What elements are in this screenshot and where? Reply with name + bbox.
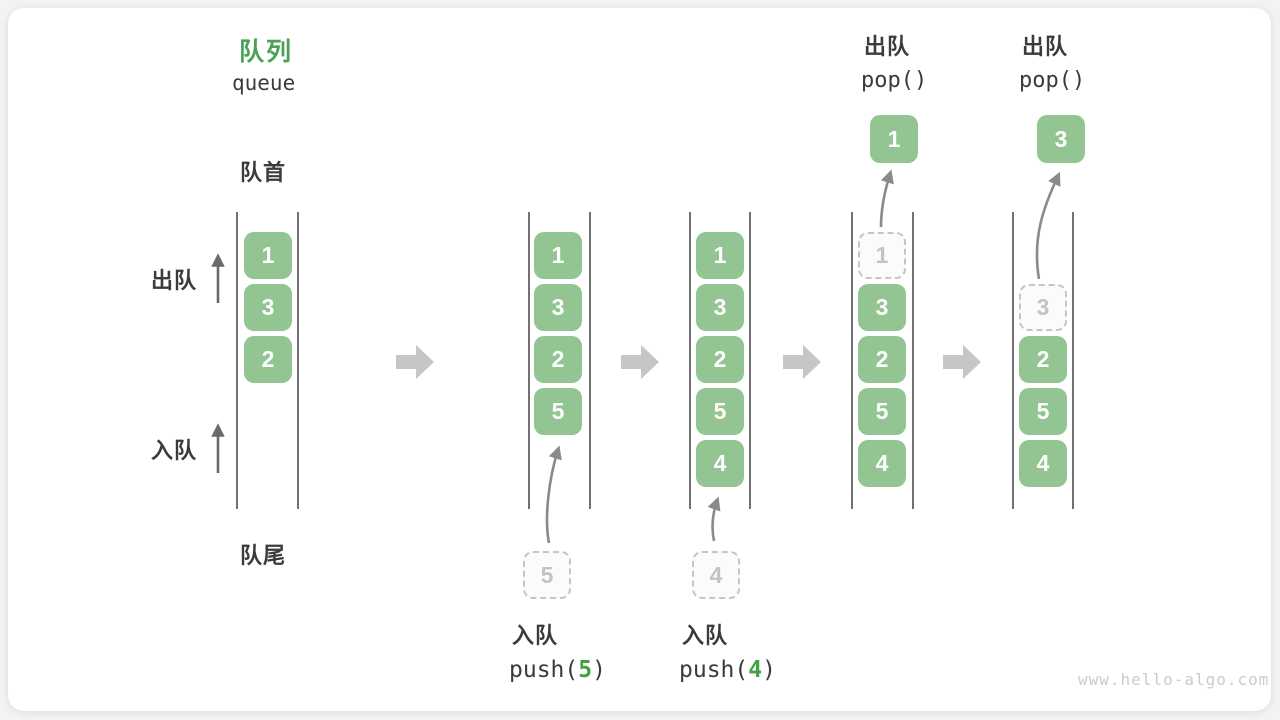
enqueue-side-label: 入队 [151, 438, 198, 463]
queue-item: 2 [858, 336, 906, 383]
queue-item: 2 [534, 336, 582, 383]
queue-item: 4 [1019, 440, 1067, 487]
queue-item: 1 [534, 232, 582, 279]
queue-item: 5 [696, 388, 744, 435]
queue-item: 3 [858, 284, 906, 331]
queue-item: 3 [696, 284, 744, 331]
push4-code-label: push(4) [679, 657, 776, 683]
queue-item: 2 [1019, 336, 1067, 383]
pop-code-label: pop() [861, 68, 928, 93]
dequeue-op-label: 出队 [864, 34, 911, 59]
dequeue-op-label: 出队 [1022, 34, 1069, 59]
popped-item: 1 [870, 115, 918, 163]
code-text: ) [592, 657, 606, 683]
pending-item: 4 [692, 551, 740, 599]
dequeue-side-label: 出队 [151, 268, 198, 293]
queue-front-label: 队首 [240, 160, 287, 185]
pop-code-label: pop() [1019, 68, 1086, 93]
code-text: push( [509, 657, 579, 683]
diagram-card [8, 8, 1271, 711]
removed-item: 3 [1019, 284, 1067, 331]
page-subtitle: queue [232, 71, 296, 95]
queue-rear-label: 队尾 [240, 543, 287, 568]
enqueue-op-label: 入队 [682, 623, 729, 648]
queue-item: 2 [696, 336, 744, 383]
queue-item: 4 [858, 440, 906, 487]
code-arg: 5 [578, 657, 593, 683]
page-title: 队列 [239, 38, 294, 66]
popped-item: 3 [1037, 115, 1085, 163]
queue-item: 3 [244, 284, 292, 331]
pending-item: 5 [523, 551, 571, 599]
queue-item: 1 [696, 232, 744, 279]
enqueue-op-label: 入队 [512, 623, 559, 648]
removed-item: 1 [858, 232, 906, 279]
queue-item: 1 [244, 232, 292, 279]
code-arg: 4 [748, 657, 763, 683]
code-text: ) [762, 657, 776, 683]
queue-item: 3 [534, 284, 582, 331]
push5-code-label: push(5) [509, 657, 606, 683]
queue-item: 4 [696, 440, 744, 487]
code-text: push( [679, 657, 749, 683]
queue-item: 5 [858, 388, 906, 435]
queue-item: 5 [534, 388, 582, 435]
watermark: www.hello-algo.com [1078, 670, 1270, 689]
queue-item: 5 [1019, 388, 1067, 435]
queue-item: 2 [244, 336, 292, 383]
